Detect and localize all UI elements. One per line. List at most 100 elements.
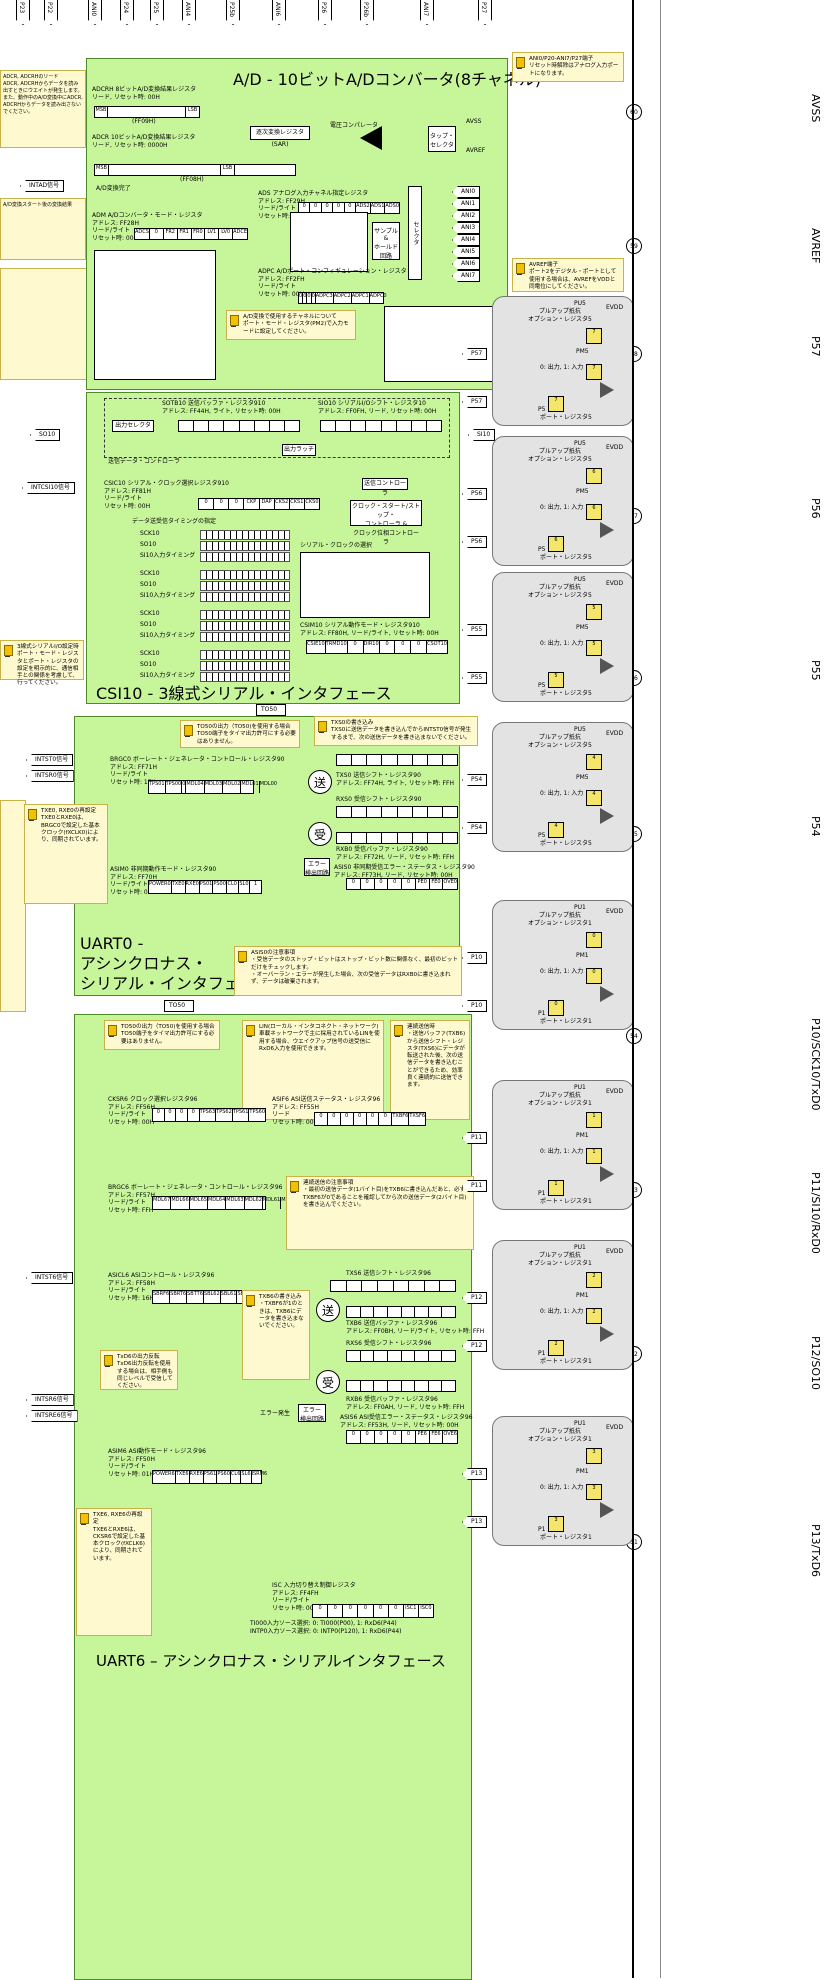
avref-label: AVREF xyxy=(466,147,486,154)
asif6-label: ASIF6 ASI送信ステータス・レジスタ96 アドレス: FF55H リード … xyxy=(272,1096,381,1126)
intsre6-signal: INTSRE6信号 xyxy=(26,1410,78,1422)
si10-signal: SI10 xyxy=(468,429,496,441)
pin-number-59: 59 xyxy=(626,238,642,254)
send-symbol-6: 送 xyxy=(316,1298,340,1322)
pu-label: PU1 xyxy=(574,1244,586,1251)
pm-mode-label: 0: 出力, 1: 入力 xyxy=(540,640,584,647)
asim6-label: ASIM6 ASI動作モード・レジスタ96 アドレス: FF50H リード/ライ… xyxy=(108,1448,206,1478)
pm-label: PM1 xyxy=(576,952,589,959)
pu-bit-box: 5 xyxy=(586,604,602,620)
ani-pins-note: ANI0/P20-ANI7/P27端子 リセット時解除はアナログ入力ポートになり… xyxy=(512,52,624,82)
pm-mode-label: 0: 出力, 1: 入力 xyxy=(540,364,584,371)
csi-wave-label-sck: SCK10 xyxy=(140,570,160,577)
top-pin-label: P26 xyxy=(320,2,327,14)
port-reg-label: ポート・レジスタ1 xyxy=(540,1358,592,1365)
port-out-P55: P55 xyxy=(462,672,488,684)
pm-bit-box: 1 xyxy=(586,1148,602,1164)
adcr-addr: (FF08H) xyxy=(180,176,204,183)
pu-option-label: プルアップ抵抗 オプション・レジスタ5 xyxy=(528,584,592,599)
p-label: P5 xyxy=(538,682,546,689)
top-pin-label: ANI4 xyxy=(184,2,191,17)
pin-label-59: AVREF xyxy=(809,228,822,264)
csi-wave-si xyxy=(200,592,290,602)
txs0-label: TXS0 送信シフト・レジスタ90 アドレス: FF74H, ライト, リセット… xyxy=(336,772,454,787)
csi-wave-label-si: SI10入力タイミング xyxy=(140,592,196,599)
csi-wave-label-so: SO10 xyxy=(140,661,157,668)
adcrh-label: ADCRH 8ビットA/D変換結果レジスタ リード, リセット時: 00H xyxy=(92,86,197,101)
top-pin-8: P26 xyxy=(318,0,332,25)
port-reg-label: ポート・レジスタ1 xyxy=(540,1018,592,1025)
port-in-P10: P10 xyxy=(462,952,488,964)
pm-bit-box: 0 xyxy=(586,968,602,984)
uart6-err-gen: エラー発生 xyxy=(260,1410,291,1417)
csi-wave-sck xyxy=(200,570,290,580)
left-edge-note-2: A/D変換スタート後の変換結果 xyxy=(0,198,86,260)
evdd-label: EVDD xyxy=(606,444,624,451)
port-in-P56: P56 xyxy=(462,488,488,500)
csic-label: CSIC10 シリアル・クロック選択レジスタ910 アドレス: FF81H リー… xyxy=(104,480,229,510)
csi-wave-so xyxy=(200,621,290,631)
p-label: P1 xyxy=(538,1350,546,1357)
port-reg-label: ポート・レジスタ5 xyxy=(540,840,592,847)
pm-mode-label: 0: 出力, 1: 入力 xyxy=(540,504,584,511)
pu-bit-box: 3 xyxy=(586,1448,602,1464)
buffer-triangle xyxy=(600,658,614,674)
brgc6-register: MDL67MDL66MDL65MDL64MDL63MDL62MDL61MDL60 xyxy=(152,1196,299,1210)
pm-mode-label: 0: 出力, 1: 入力 xyxy=(540,1484,584,1491)
top-pin-label: P24 xyxy=(122,2,129,14)
top-pin-5: ANI4 xyxy=(182,0,196,25)
pu-label: PU5 xyxy=(574,440,586,447)
pin-label-55: P54 xyxy=(809,816,822,837)
pm-mode-label: 0: 出力, 1: 入力 xyxy=(540,1148,584,1155)
csi-wave-sck xyxy=(200,650,290,660)
ani-input-1: ANI1 xyxy=(452,198,481,210)
csi-wave-so xyxy=(200,661,290,671)
buffer-triangle xyxy=(600,1166,614,1182)
intst0-signal: INTST0信号 xyxy=(26,754,74,766)
pu-label: PU5 xyxy=(574,726,586,733)
csi-wave-si xyxy=(200,632,290,642)
port-reg-label: ポート・レジスタ1 xyxy=(540,1198,592,1205)
port-out-P13: P13 xyxy=(462,1516,488,1528)
txb6-register xyxy=(346,1306,456,1318)
top-pin-label: ANI0 xyxy=(90,2,97,17)
uart6-err-detect: エラー 検出回路 xyxy=(298,1404,326,1423)
top-pin-6: P25b xyxy=(226,0,240,25)
pm-label: PM5 xyxy=(576,774,589,781)
pu-bit-box: 2 xyxy=(586,1272,602,1288)
port-out-P57: P57 xyxy=(462,396,488,408)
channel-selector: セレクタ xyxy=(408,186,422,280)
txb6-label: TXB6 送信バッファ・レジスタ96 アドレス: FF0BH, リード/ライト,… xyxy=(346,1320,485,1335)
p-bit-box: 3 xyxy=(548,1516,564,1532)
port-reg-label: ポート・レジスタ5 xyxy=(540,554,592,561)
pu-option-label: プルアップ抵抗 オプション・レジスタ1 xyxy=(528,1428,592,1443)
asicl6-label: ASICL6 ASIコントロール・レジスタ96 アドレス: FF58H リード/… xyxy=(108,1272,215,1302)
buffer-triangle xyxy=(600,522,614,538)
ani-input-3: ANI3 xyxy=(452,222,481,234)
pm-label: PM1 xyxy=(576,1132,589,1139)
asis6-label: ASIS6 ASI受信エラー・ステータス・レジスタ96 アドレス: FF53H,… xyxy=(340,1414,473,1429)
sio-label: SIO10 シリアルI/Oシフト・レジスタ10 アドレス: FF0FH, リード… xyxy=(318,400,437,415)
recv-symbol-0: 受 xyxy=(308,822,332,846)
top-pin-label: P27 xyxy=(480,2,487,14)
ani-input-7: ANI7 xyxy=(452,270,481,282)
port-reg-label: ポート・レジスタ1 xyxy=(540,1534,592,1541)
p-bit-box: 4 xyxy=(548,822,564,838)
pm-bit-box: 5 xyxy=(586,640,602,656)
csim-label: CSIM10 シリアル動作モード・レジスタ910 アドレス: FF80H, リー… xyxy=(300,622,439,637)
clk-select-label: シリアル・クロックの選択 xyxy=(300,542,372,549)
tap-selector: タップ・ セレクタ xyxy=(428,126,456,152)
port-out-P54: P54 xyxy=(462,822,488,834)
to50-signal: TO50 xyxy=(256,704,287,716)
pin-label-53: P11/SI10/RxD0 xyxy=(809,1172,822,1254)
adcrh-addr: (FF09H) xyxy=(132,118,156,125)
left-edge-stub-2 xyxy=(0,800,26,1012)
p-bit-box: 7 xyxy=(548,396,564,412)
